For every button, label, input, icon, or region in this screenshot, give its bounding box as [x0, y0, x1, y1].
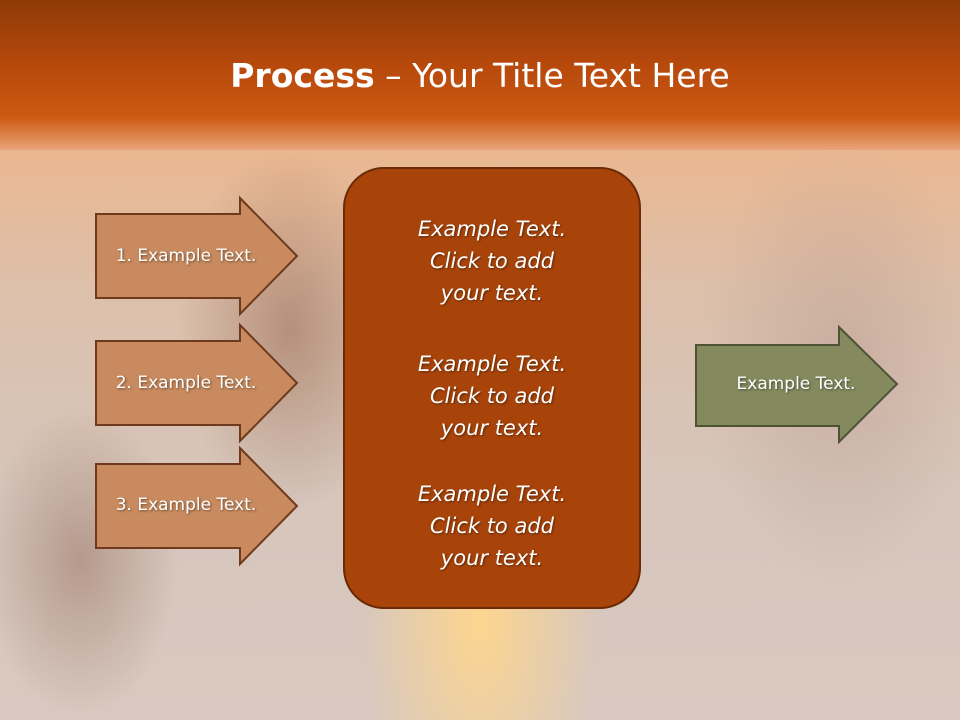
step-arrow-2[interactable] [95, 322, 299, 444]
center-text-1: Example Text. Click to add your text. [417, 217, 567, 305]
result-arrow[interactable] [695, 324, 899, 445]
center-box[interactable] [343, 167, 641, 609]
center-text-3: Example Text. Click to add your text. [417, 482, 567, 570]
step-arrow-3[interactable] [95, 445, 299, 567]
title-bar [0, 0, 960, 150]
title-bold: Process [230, 56, 375, 95]
step-label-3: 3. Example Text. [115, 495, 257, 515]
step-label-1: 1. Example Text. [115, 246, 257, 266]
center-text-2: Example Text. Click to add your text. [417, 352, 567, 440]
step-arrow-1[interactable] [95, 195, 299, 317]
step-label-2: 2. Example Text. [115, 373, 257, 393]
result-label: Example Text. [736, 374, 856, 394]
slide-title[interactable]: Process – Your Title Text Here [0, 54, 960, 98]
title-rest: – Your Title Text Here [374, 56, 730, 95]
